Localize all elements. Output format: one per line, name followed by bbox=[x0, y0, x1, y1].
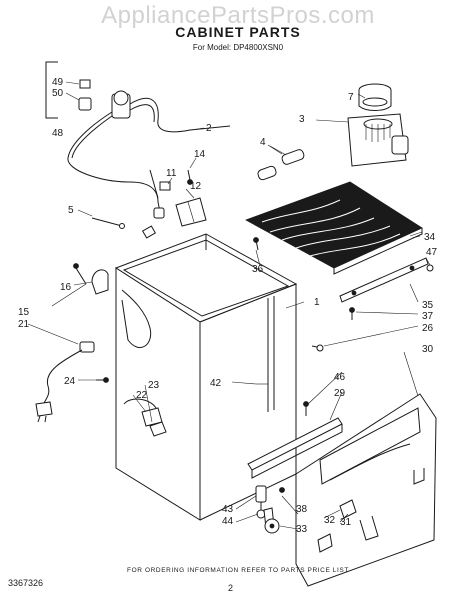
callout-4: 4 bbox=[260, 137, 266, 148]
page-title: CABINET PARTS bbox=[175, 24, 301, 40]
callout-33: 33 bbox=[296, 524, 308, 535]
ordering-note: FOR ORDERING INFORMATION REFER TO PARTS … bbox=[127, 567, 349, 574]
callout-35: 35 bbox=[422, 300, 434, 311]
callout-24: 24 bbox=[64, 376, 76, 387]
wire-5 bbox=[91, 217, 123, 227]
cord-clip-16 bbox=[73, 263, 109, 295]
callout-36: 36 bbox=[252, 264, 264, 275]
callout-leaders bbox=[27, 127, 431, 530]
rail-35 bbox=[339, 257, 429, 303]
callout-42: 42 bbox=[210, 378, 222, 389]
wood-top-34 bbox=[245, 181, 423, 275]
callout-47: 47 bbox=[426, 247, 438, 258]
clip-11 bbox=[159, 181, 171, 191]
bracket-12 bbox=[175, 197, 207, 227]
inset-box-48-50 bbox=[45, 61, 92, 119]
clip-31-32 bbox=[339, 499, 357, 519]
model-line: For Model: DP4800XSN0 bbox=[192, 43, 284, 52]
pump-assembly-3 bbox=[315, 83, 409, 167]
callout-50: 50 bbox=[52, 88, 64, 99]
callout-30: 30 bbox=[422, 344, 434, 355]
callout-26: 26 bbox=[422, 323, 434, 334]
callout-numbers: 49 50 48 2 3 7 4 14 11 12 5 34 47 36 16 … bbox=[18, 77, 438, 535]
caster-38 bbox=[263, 487, 285, 534]
callout-29: 29 bbox=[334, 388, 346, 399]
callout-14: 14 bbox=[194, 149, 206, 160]
callout-12: 12 bbox=[190, 181, 202, 192]
callout-22: 22 bbox=[136, 390, 148, 401]
callout-32: 32 bbox=[324, 515, 336, 526]
callout-3: 3 bbox=[299, 114, 305, 125]
callout-16: 16 bbox=[60, 282, 72, 293]
callout-34: 34 bbox=[424, 232, 436, 243]
page-number: 2 bbox=[228, 583, 234, 593]
lower-panel-30 bbox=[295, 351, 437, 587]
valve-4 bbox=[257, 145, 305, 181]
bracket-22-23 bbox=[123, 398, 167, 437]
callout-38: 38 bbox=[296, 504, 308, 515]
power-cord-21 bbox=[35, 341, 95, 423]
watermark: AppliancePartsPros.com bbox=[101, 2, 375, 29]
callout-49: 49 bbox=[52, 77, 64, 88]
callout-5: 5 bbox=[68, 205, 74, 216]
callout-43: 43 bbox=[222, 504, 234, 515]
callout-2: 2 bbox=[206, 123, 212, 134]
callout-48: 48 bbox=[52, 128, 64, 139]
leveling-leg-43 bbox=[255, 485, 267, 519]
callout-31: 31 bbox=[340, 517, 352, 528]
screw-14 bbox=[187, 169, 193, 185]
callout-7: 7 bbox=[348, 92, 354, 103]
cabinet-frame-1 bbox=[114, 233, 305, 521]
callout-23: 23 bbox=[148, 380, 160, 391]
screw-24 bbox=[96, 377, 109, 383]
water-valve-assembly bbox=[67, 90, 231, 239]
callout-11: 11 bbox=[166, 168, 177, 179]
callout-21: 21 bbox=[18, 319, 30, 330]
callout-15: 15 bbox=[18, 307, 30, 318]
callout-46: 46 bbox=[334, 372, 346, 383]
callout-44: 44 bbox=[222, 516, 234, 527]
callout-37: 37 bbox=[422, 311, 434, 322]
callout-1: 1 bbox=[314, 297, 320, 308]
document-number: 3367326 bbox=[8, 578, 44, 588]
toe-plate-assembly bbox=[247, 383, 343, 479]
